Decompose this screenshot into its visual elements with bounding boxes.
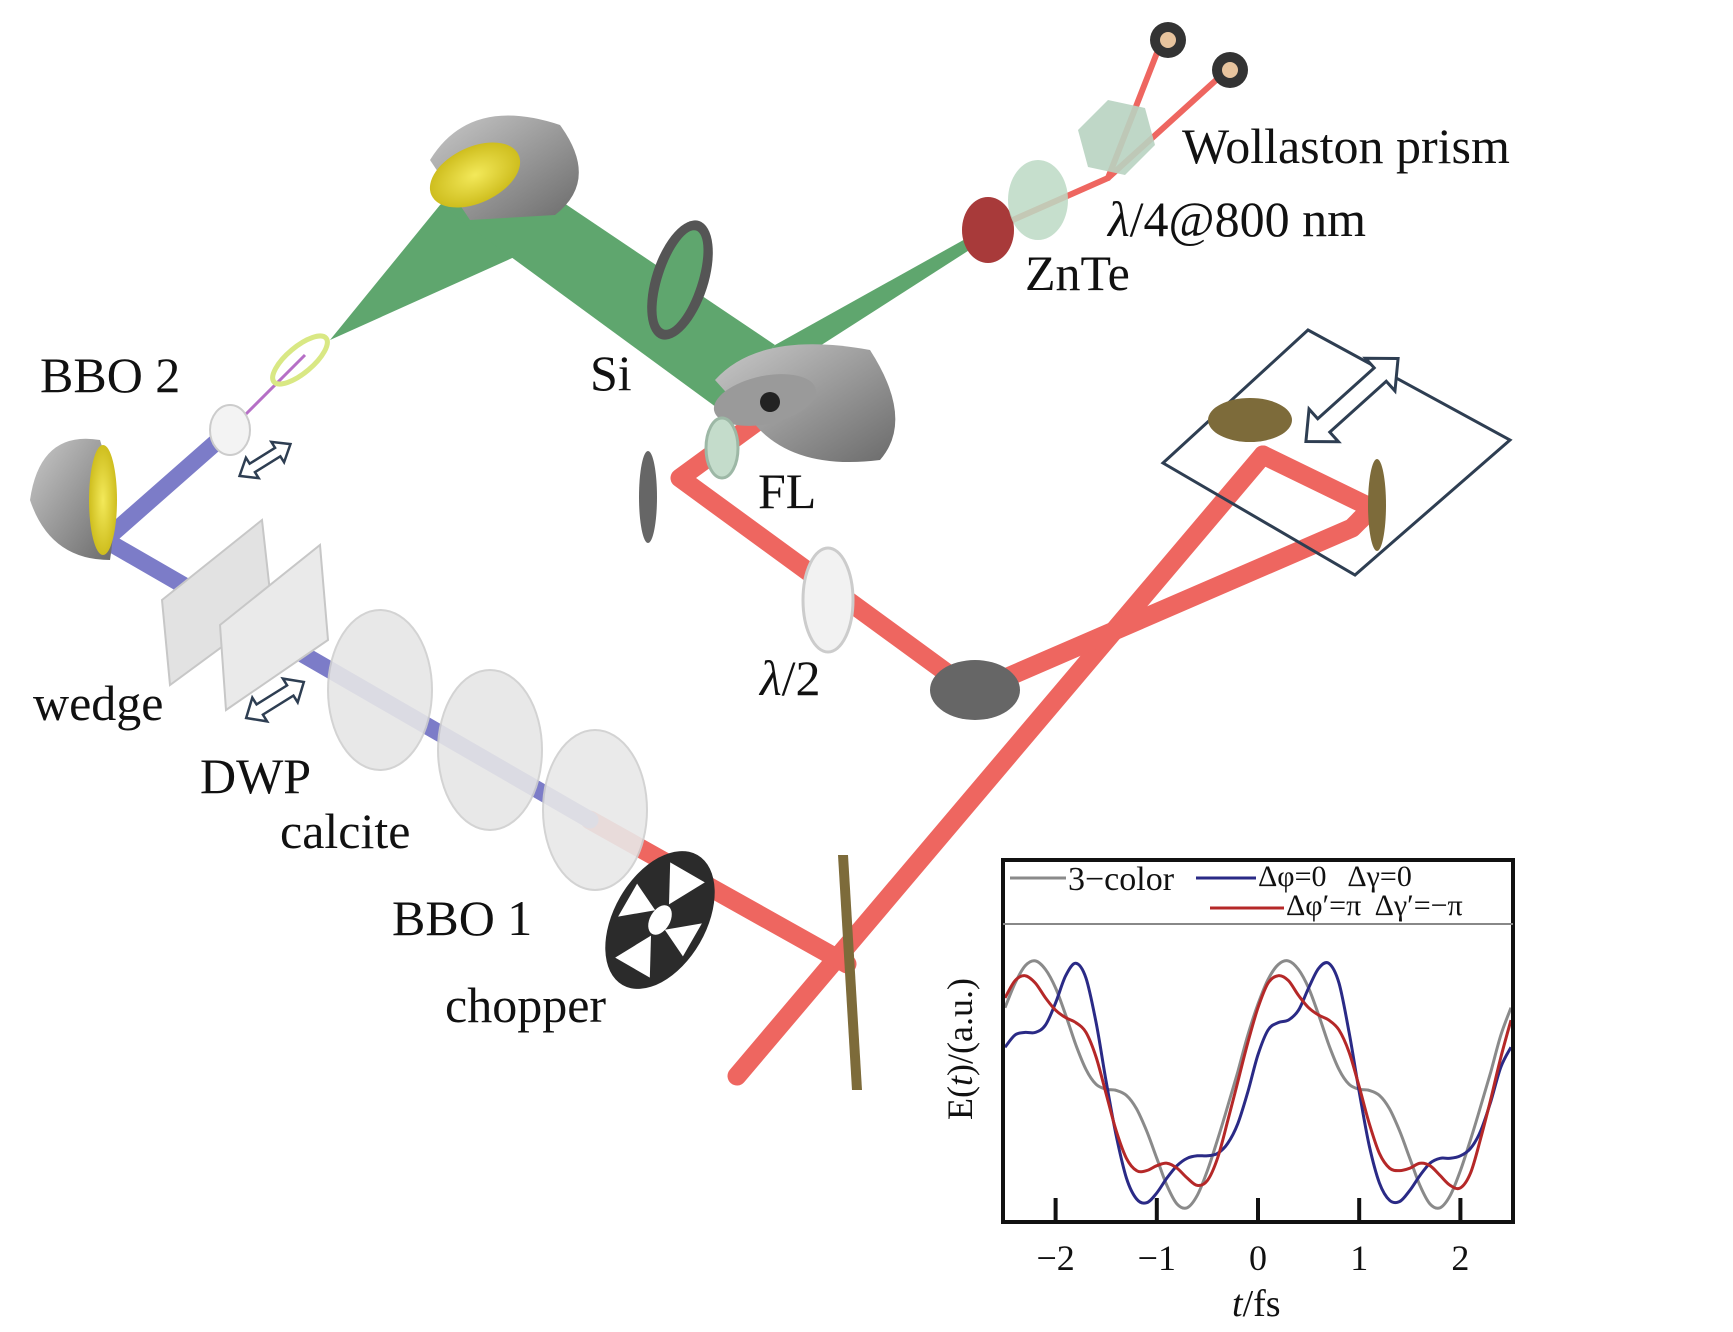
quarter-waveplate xyxy=(1008,160,1068,240)
legend-label-red: Δφ′=π Δγ′=−π xyxy=(1286,889,1463,922)
focusing-lens xyxy=(704,416,740,480)
double-arrow-icon xyxy=(237,440,293,480)
wedge-plates xyxy=(160,518,330,724)
chart-ticks-layer: −2 −1 0 1 2 xyxy=(1036,1198,1469,1278)
chopper-label: chopper xyxy=(445,977,606,1033)
si-wafer xyxy=(647,220,713,340)
x-tick-label: 2 xyxy=(1451,1238,1469,1278)
double-arrow-icon xyxy=(244,676,306,724)
chart-series-layer xyxy=(1005,959,1511,1210)
delay-mirror-top xyxy=(1208,398,1292,442)
double-arrow-icon xyxy=(1304,356,1400,444)
mirror-fl xyxy=(639,451,657,543)
x-tick-label: −2 xyxy=(1036,1238,1074,1278)
x-tick-label: 0 xyxy=(1249,1238,1267,1278)
parabolic-mirror-bottom xyxy=(713,344,896,462)
znte-crystal xyxy=(962,197,1014,263)
x-axis-label: t/fs xyxy=(1232,1283,1281,1325)
series-line-2 xyxy=(1005,960,1511,1205)
dual-wavelength-plate xyxy=(327,609,433,771)
ir-beam-delay-loop xyxy=(1253,445,1382,530)
fl-label: FL xyxy=(758,463,816,519)
bbo1-label: BBO 1 xyxy=(392,890,532,946)
chopper-wheel-icon xyxy=(605,851,715,989)
chart-frame xyxy=(1001,858,1515,1224)
plasma-focus xyxy=(270,333,330,387)
x-tick-label: −1 xyxy=(1138,1238,1176,1278)
wedge-label: wedge xyxy=(33,675,164,731)
legend-label-3color: 3−color xyxy=(1068,861,1175,898)
parabolic-mirror-left xyxy=(30,438,117,560)
photodiodes xyxy=(1150,22,1248,88)
quarter-waveplate-label: λ/4@800 nm xyxy=(1106,191,1366,247)
calcite-plate xyxy=(437,669,543,831)
wollaston-prism-label: Wollaston prism xyxy=(1182,118,1510,174)
mirror-bottom xyxy=(930,660,1020,720)
series-line-3 xyxy=(1005,974,1511,1191)
half-waveplate-label: λ/2 xyxy=(758,650,821,706)
bbo1-crystal xyxy=(542,729,648,891)
beam-splitter xyxy=(838,855,862,1090)
chart-legend: 3−color Δφ=0 Δγ=0 Δφ′=π Δγ′=−π xyxy=(1010,860,1463,922)
delay-mirror-right xyxy=(1368,459,1386,551)
legend-label-blue: Δφ=0 Δγ=0 xyxy=(1258,860,1412,893)
half-waveplate xyxy=(801,546,855,654)
y-axis-label: E(t)/(a.u.) xyxy=(940,978,980,1120)
bbo2-crystal xyxy=(209,404,293,480)
dwp-label: DWP xyxy=(200,748,311,804)
delay-stage xyxy=(1160,328,1513,577)
ir-beam-input xyxy=(727,445,1273,1086)
x-tick-label: 1 xyxy=(1350,1238,1368,1278)
wollaston-prism xyxy=(1078,100,1155,175)
calcite-label: calcite xyxy=(280,803,410,859)
parabolic-mirror-top xyxy=(429,115,579,220)
inset-chart: 3−color Δφ=0 Δγ=0 Δφ′=π Δγ′=−π −2 −1 0 1 2 t… xyxy=(940,858,1515,1325)
si-label: Si xyxy=(590,345,632,401)
znte-label: ZnTe xyxy=(1025,245,1130,301)
bbo2-label: BBO 2 xyxy=(40,347,180,403)
